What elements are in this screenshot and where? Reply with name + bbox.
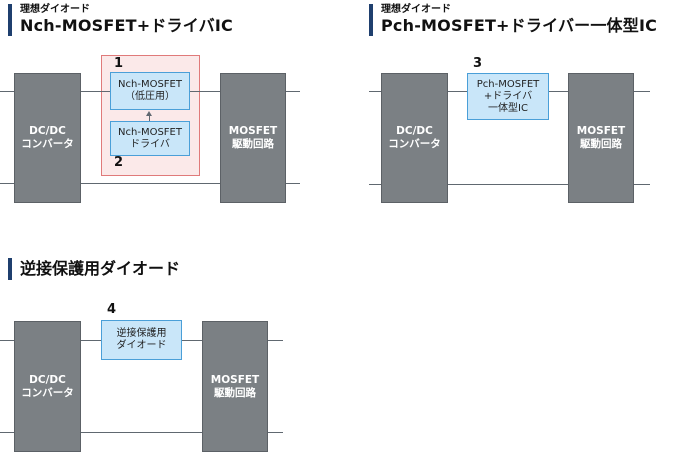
section1-subtitle: 理想ダイオード xyxy=(20,4,90,15)
section3-dcdc-label-line2: コンバータ xyxy=(21,386,74,399)
section3-number-4: 4 xyxy=(107,302,117,317)
section1-mosfet-driver-circuit: MOSFET 駆動回路 xyxy=(220,73,286,203)
section1-mosfet-label-line2: 駆動回路 xyxy=(232,138,274,150)
section3-dcdc-converter: DC/DC コンバータ xyxy=(14,321,81,452)
section1-dcdc-label-line1: DC/DC xyxy=(29,125,66,137)
section3-reverse-protection-diode-block: 逆接保護用 ダイオード xyxy=(101,320,182,360)
section1-bottom-wire xyxy=(0,183,300,184)
section1-heading: 理想ダイオード Nch-MOSFET+ドライバIC xyxy=(8,4,233,36)
section3-mosfet-driver-circuit: MOSFET 駆動回路 xyxy=(202,321,268,452)
section3-heading: 逆接保護用ダイオード xyxy=(8,258,180,280)
section2-pch-line3: 一体型IC xyxy=(488,102,528,114)
section3-diode-line2: ダイオード xyxy=(116,340,167,351)
section3-mosfet-label-line2: 駆動回路 xyxy=(214,386,256,399)
section1-dcdc-label-line2: コンバータ xyxy=(21,138,74,150)
section3-dcdc-label-line1: DC/DC xyxy=(29,373,66,386)
section2-dcdc-converter: DC/DC コンバータ xyxy=(381,73,448,203)
section2-pch-line1: Pch-MOSFET xyxy=(476,78,540,90)
section1-mosfet-label-line1: MOSFET xyxy=(228,125,278,137)
section1-number-2: 2 xyxy=(114,155,124,170)
section2-title: Pch-MOSFET+ドライバー一体型IC xyxy=(381,16,658,35)
section3-title: 逆接保護用ダイオード xyxy=(20,259,181,278)
section2-dcdc-label-line1: DC/DC xyxy=(396,125,433,137)
section1-nch-driver-line1: Nch-MOSFET xyxy=(118,126,182,138)
section2-pch-line2: +ドライバ xyxy=(483,90,533,102)
arrow-up-icon xyxy=(146,111,152,116)
section2-mosfet-label-line1: MOSFET xyxy=(576,125,626,137)
section2-bottom-wire xyxy=(369,184,650,185)
section3-diode-line1: 逆接保護用 xyxy=(116,328,167,339)
section2-number-3: 3 xyxy=(473,56,483,71)
section1-nch-mosfet-line2: （低圧用） xyxy=(125,91,175,102)
section2-heading: 理想ダイオード Pch-MOSFET+ドライバー一体型IC xyxy=(369,4,657,36)
section1-dcdc-converter: DC/DC コンバータ xyxy=(14,73,81,203)
section2-mosfet-label-line2: 駆動回路 xyxy=(580,138,622,150)
section2-mosfet-driver-circuit: MOSFET 駆動回路 xyxy=(568,73,634,203)
section3-bottom-wire xyxy=(0,432,283,433)
section1-nch-mosfet-line1: Nch-MOSFET xyxy=(118,79,182,90)
section1-nch-driver-block: Nch-MOSFET ドライバ xyxy=(110,121,190,156)
section1-title: Nch-MOSFET+ドライバIC xyxy=(20,16,233,35)
section1-arrow-shaft xyxy=(149,115,150,121)
section1-nch-driver-line2: ドライバ xyxy=(130,138,170,150)
section1-number-1: 1 xyxy=(114,56,124,71)
section1-nch-mosfet-block: Nch-MOSFET （低圧用） xyxy=(110,72,190,110)
section2-dcdc-label-line2: コンバータ xyxy=(388,138,441,150)
section2-subtitle: 理想ダイオード xyxy=(381,4,451,15)
section2-pch-integrated-block: Pch-MOSFET +ドライバ 一体型IC xyxy=(467,73,549,120)
section3-mosfet-label-line1: MOSFET xyxy=(210,373,260,386)
